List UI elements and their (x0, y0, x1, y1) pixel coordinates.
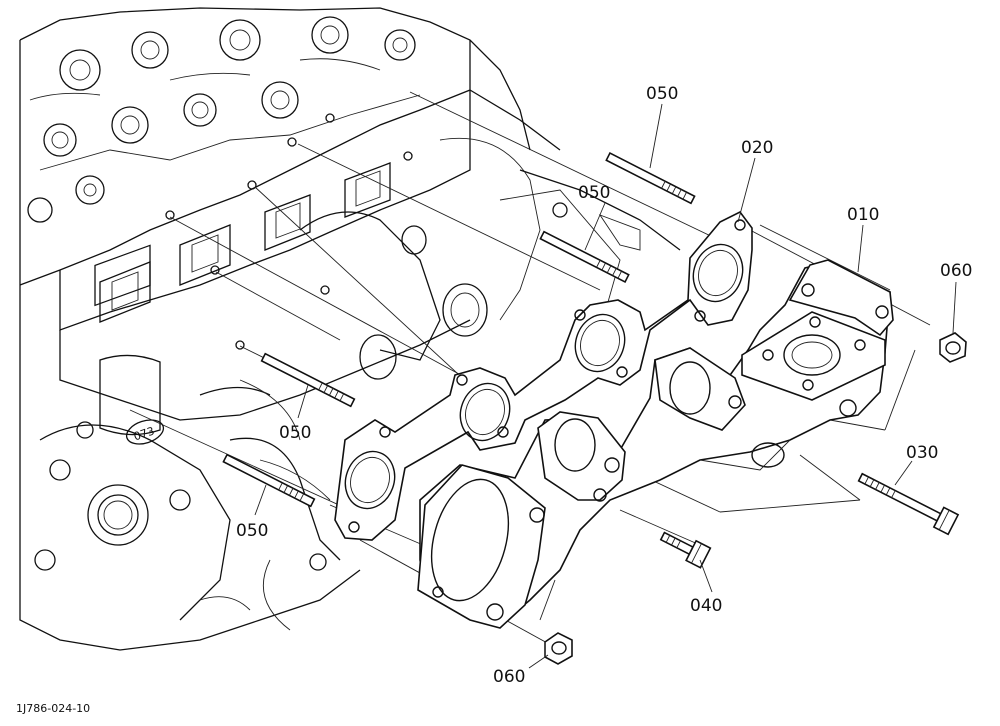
exhaust-manifold-gasket (334, 210, 753, 541)
leader-lines (129, 91, 931, 651)
nut-060-right (939, 332, 967, 363)
callout-050-lower: 050 (279, 423, 311, 443)
stud-050-lower-mid (260, 352, 356, 408)
callout-020-gasket: 020 (741, 138, 773, 158)
callout-060-nut-right: 060 (940, 261, 972, 281)
bolt-040 (659, 531, 712, 569)
exhaust-manifold (417, 259, 894, 629)
figure-code: 1J786-024-10 (16, 702, 90, 715)
engine-cylinder-head: 073 (19, 7, 681, 651)
nut-060-bottom (544, 632, 573, 665)
callout-010-manifold: 010 (847, 205, 879, 225)
callout-060-nut-bottom: 060 (493, 667, 525, 687)
casting-mark-text: 073 (132, 424, 156, 443)
stud-050-top (605, 152, 696, 205)
stud-bolts (222, 152, 696, 508)
callout-050-top: 050 (646, 84, 678, 104)
callout-040-bolt: 040 (690, 596, 722, 616)
callout-leaders (254, 103, 957, 669)
callout-050-upper: 050 (578, 183, 610, 203)
callout-050-bottom: 050 (236, 521, 268, 541)
stud-050-bottom (222, 453, 316, 508)
callout-labels: 050 020 050 010 060 050 030 050 040 060 (236, 84, 972, 687)
stud-050-upper-mid (539, 230, 630, 283)
bolt-030 (857, 472, 960, 536)
callout-030-bolt: 030 (906, 443, 938, 463)
